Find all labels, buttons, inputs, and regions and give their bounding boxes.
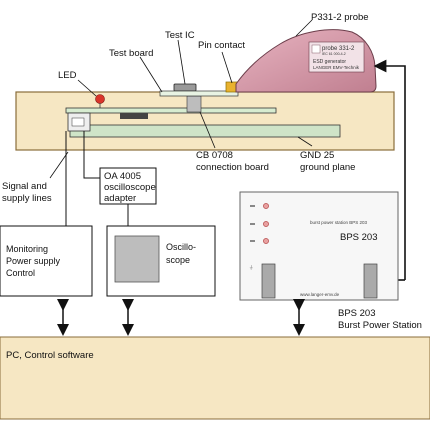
- board-standoff: [120, 113, 148, 119]
- probe-label-line4: LANGER EMV-Technik: [313, 65, 360, 70]
- label-cb-1: CB 0708: [196, 150, 233, 161]
- label-test-board: Test board: [109, 48, 153, 59]
- label-oa-2: oscilloscope: [104, 182, 156, 193]
- label-gnd-2: ground plane: [300, 162, 355, 173]
- monitoring-box: [0, 225, 93, 297]
- label-pin-contact: Pin contact: [198, 40, 245, 51]
- label-pc: PC, Control software: [6, 350, 94, 361]
- probe-cable: [373, 59, 406, 280]
- bps-led-3: [263, 238, 269, 244]
- gnd-plane: [69, 124, 341, 138]
- pc-area: [0, 336, 430, 420]
- leader-led: [77, 79, 97, 97]
- leader-test-ic: [177, 39, 186, 85]
- probe-label-line2: IEC 61 000-4-2: [322, 52, 346, 56]
- label-monitoring-1: Monitoring: [6, 244, 48, 254]
- leader-gnd: [297, 136, 313, 147]
- leader-probe: [295, 19, 313, 37]
- bps-connector-right: [363, 263, 378, 299]
- cb-0708-slot: [71, 117, 85, 127]
- probe-logo: [311, 44, 321, 54]
- test-ic: [173, 83, 197, 92]
- label-oa-3: adapter: [104, 193, 136, 204]
- ic-pedestal: [186, 95, 202, 113]
- bps-header: burst power station BPS 203: [310, 220, 368, 225]
- label-p331-probe: P331-2 probe: [311, 12, 369, 23]
- leader-test-board: [139, 56, 163, 93]
- oa4005-box: [99, 167, 157, 205]
- ic-board-plate: [159, 90, 239, 97]
- leader-signal: [49, 151, 69, 179]
- label-signal-2: supply lines: [2, 193, 52, 204]
- bps-ind-1: [250, 205, 255, 207]
- label-signal-1: Signal and: [2, 181, 47, 192]
- bps-ind-3: [250, 240, 255, 242]
- leader-cb: [199, 111, 216, 149]
- label-gnd-1: GND 25: [300, 150, 334, 161]
- oscilloscope-screen: [114, 235, 160, 283]
- label-oscilloscope-2: scope: [166, 255, 190, 265]
- label-monitoring-2: Power supply: [6, 256, 61, 266]
- bps-connector-left: [261, 263, 276, 299]
- label-test-ic: Test IC: [165, 30, 195, 41]
- led: [95, 94, 105, 104]
- test-board: [65, 107, 277, 114]
- line-to-oa4005: [83, 131, 100, 179]
- label-cb-2: connection board: [196, 162, 269, 173]
- label-oa-1: OA 4005: [104, 171, 141, 182]
- label-monitoring-3: Control: [6, 268, 35, 278]
- label-led: LED: [58, 70, 77, 81]
- label-bps-2: Burst Power Station: [338, 320, 422, 331]
- bps-led-1: [263, 203, 269, 209]
- label-bps-1: BPS 203: [338, 308, 376, 319]
- bps-connector-mark: ⏚: [249, 264, 254, 270]
- probe-label-plate: [308, 41, 365, 73]
- label-oscilloscope-1: Oscillo-: [166, 242, 196, 252]
- bps-footer: www.langer-emv.de: [300, 292, 340, 297]
- leader-pin-contact: [221, 51, 233, 84]
- bps-ind-2: [250, 223, 255, 225]
- probe-label-line1: probe 331-2: [322, 46, 355, 52]
- bps-led-2: [263, 221, 269, 227]
- probe-label-line3: ESD generator: [313, 59, 346, 65]
- bps-model: BPS 203: [340, 232, 378, 243]
